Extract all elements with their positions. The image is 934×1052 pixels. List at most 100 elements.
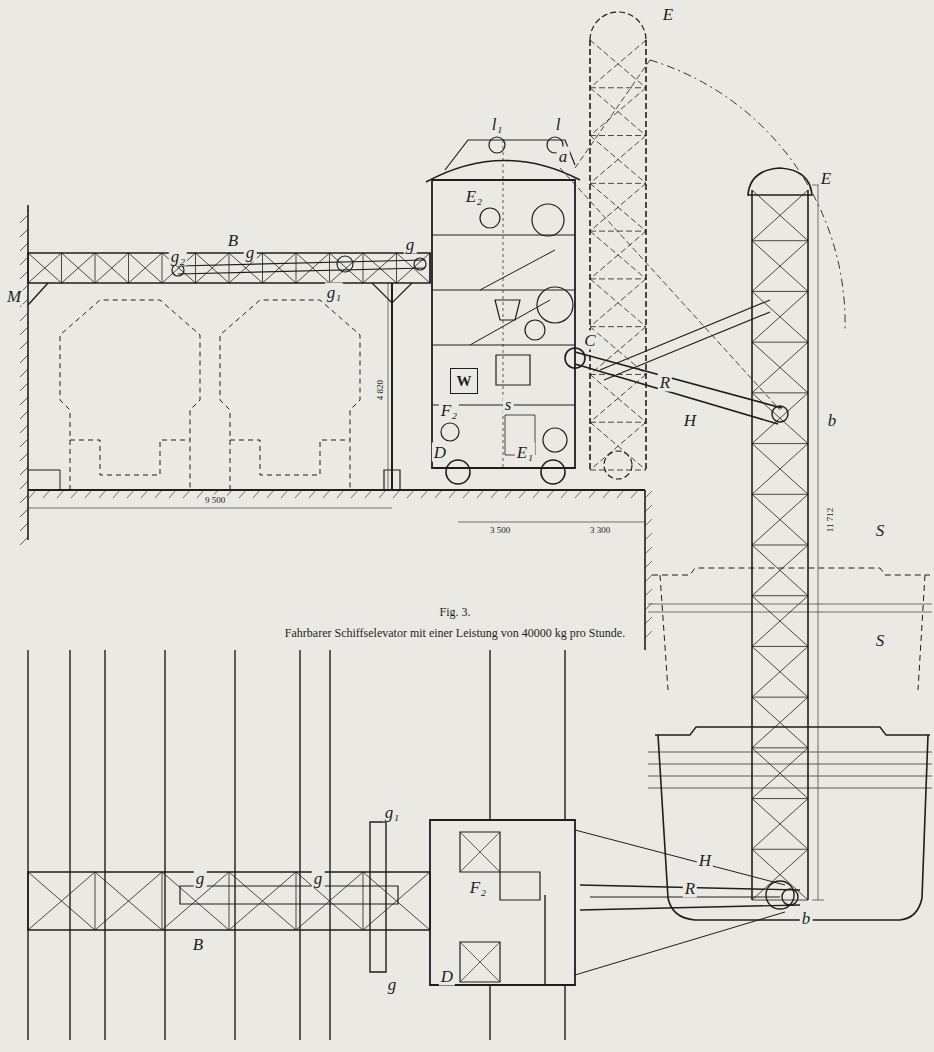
- wall-hatch: [20, 383, 28, 391]
- plan-motor: [500, 872, 540, 900]
- wall-hatch: [20, 341, 28, 349]
- part-letter: E₁: [515, 443, 535, 462]
- raised-tower-brace: [590, 136, 646, 184]
- plan-hopper: [460, 832, 500, 872]
- plan-bridge-brace: [28, 872, 95, 930]
- dim-line: [818, 185, 819, 900]
- bridge-truss-brace: [62, 253, 96, 283]
- house-post: [503, 140, 504, 468]
- ground-hatch: [267, 490, 274, 498]
- plan-bridge-post: [296, 872, 297, 930]
- plan-platform: [430, 820, 575, 985]
- plan-pivot: [782, 889, 798, 905]
- raised-tower-brace: [590, 279, 646, 327]
- hopper-step: [70, 440, 190, 475]
- part-letter: M: [5, 287, 23, 306]
- rod: [604, 312, 770, 380]
- ground-hatch: [533, 490, 540, 498]
- dimension: 11 712: [825, 506, 836, 534]
- raised-tower-post: [590, 422, 646, 423]
- bridge-truss-brace: [129, 253, 163, 283]
- plan-bridge-post: [229, 872, 230, 930]
- wall-hatch: [20, 397, 28, 405]
- tower-post: [752, 798, 808, 799]
- tower-brace: [752, 494, 808, 545]
- rail-line: [27, 650, 28, 1040]
- part-letter: E: [661, 5, 675, 24]
- bridge-truss-post: [430, 253, 431, 283]
- tower-head: [748, 168, 812, 195]
- quay-hatch: [645, 575, 652, 582]
- plan-bridge-post: [162, 872, 163, 930]
- raised-tower-post: [590, 87, 646, 88]
- plan-hopper: [460, 832, 500, 872]
- rail-line: [489, 985, 490, 1040]
- raised-tower-brace: [590, 231, 646, 279]
- stay: [575, 60, 650, 168]
- rail-line: [299, 650, 300, 1040]
- raised-tower: [589, 40, 591, 470]
- raised-tower-post: [590, 278, 646, 279]
- part-letter: R: [683, 879, 697, 898]
- part-letter: g: [312, 869, 325, 888]
- hopper-outline: [220, 300, 360, 490]
- tower-post: [752, 646, 808, 647]
- ground-hatch: [127, 490, 134, 498]
- bridge-truss-brace: [263, 253, 297, 283]
- spout: [470, 300, 550, 345]
- ground-hatch: [393, 490, 400, 498]
- wall-hatch: [20, 369, 28, 377]
- tower-brace: [752, 190, 808, 241]
- bridge-truss-brace: [296, 253, 330, 283]
- wall-hatch: [20, 509, 28, 517]
- wall-hatch: [20, 495, 28, 503]
- motor: [496, 355, 530, 385]
- ground-hatch: [29, 490, 36, 498]
- ground-hatch: [71, 490, 78, 498]
- part-letter: D: [432, 443, 448, 462]
- pulley: [414, 258, 426, 270]
- water-line: [648, 604, 932, 605]
- wall-hatch: [20, 425, 28, 433]
- rail-line: [564, 650, 565, 820]
- box-letter: W: [457, 374, 472, 389]
- drum: [532, 204, 564, 236]
- part-letter: F₂: [439, 401, 459, 420]
- pivot: [772, 406, 788, 422]
- ground-hatch: [631, 490, 638, 498]
- plan-bridge-brace: [296, 872, 363, 930]
- stay: [560, 168, 780, 410]
- wall-hatch: [20, 411, 28, 419]
- raised-tower-brace: [590, 183, 646, 231]
- tower-brace: [752, 393, 808, 444]
- part-letter: g: [386, 975, 399, 994]
- ground-hatch: [477, 490, 484, 498]
- part-letter: B: [226, 231, 240, 250]
- ground-hatch: [463, 490, 470, 498]
- plan-bridge-brace: [296, 872, 363, 930]
- part-letter: F₂: [468, 878, 488, 897]
- tower-post: [752, 240, 808, 241]
- plan-belt: [180, 886, 398, 904]
- part-letter: g: [194, 869, 207, 888]
- wall-hatch: [20, 215, 28, 223]
- pulley: [489, 137, 505, 153]
- tower-post: [752, 443, 808, 444]
- figure-number: Fig. 3.: [437, 605, 472, 619]
- rail-line: [564, 985, 565, 1040]
- raised-tower-brace: [590, 327, 646, 375]
- quay-hatch: [645, 491, 652, 498]
- plan-bridge-brace: [229, 872, 296, 930]
- pivot: [565, 348, 585, 368]
- bridge-truss: [28, 253, 430, 283]
- part-letter: l₁: [490, 115, 505, 134]
- raised-tower-brace: [590, 183, 646, 231]
- ground-hatch: [351, 490, 358, 498]
- water-line: [648, 776, 932, 777]
- part-letter: D: [439, 967, 455, 986]
- tower-brace: [752, 748, 808, 799]
- quay-hatch: [645, 631, 652, 638]
- plan-stay: [575, 830, 785, 885]
- bridge-truss-post: [195, 253, 196, 283]
